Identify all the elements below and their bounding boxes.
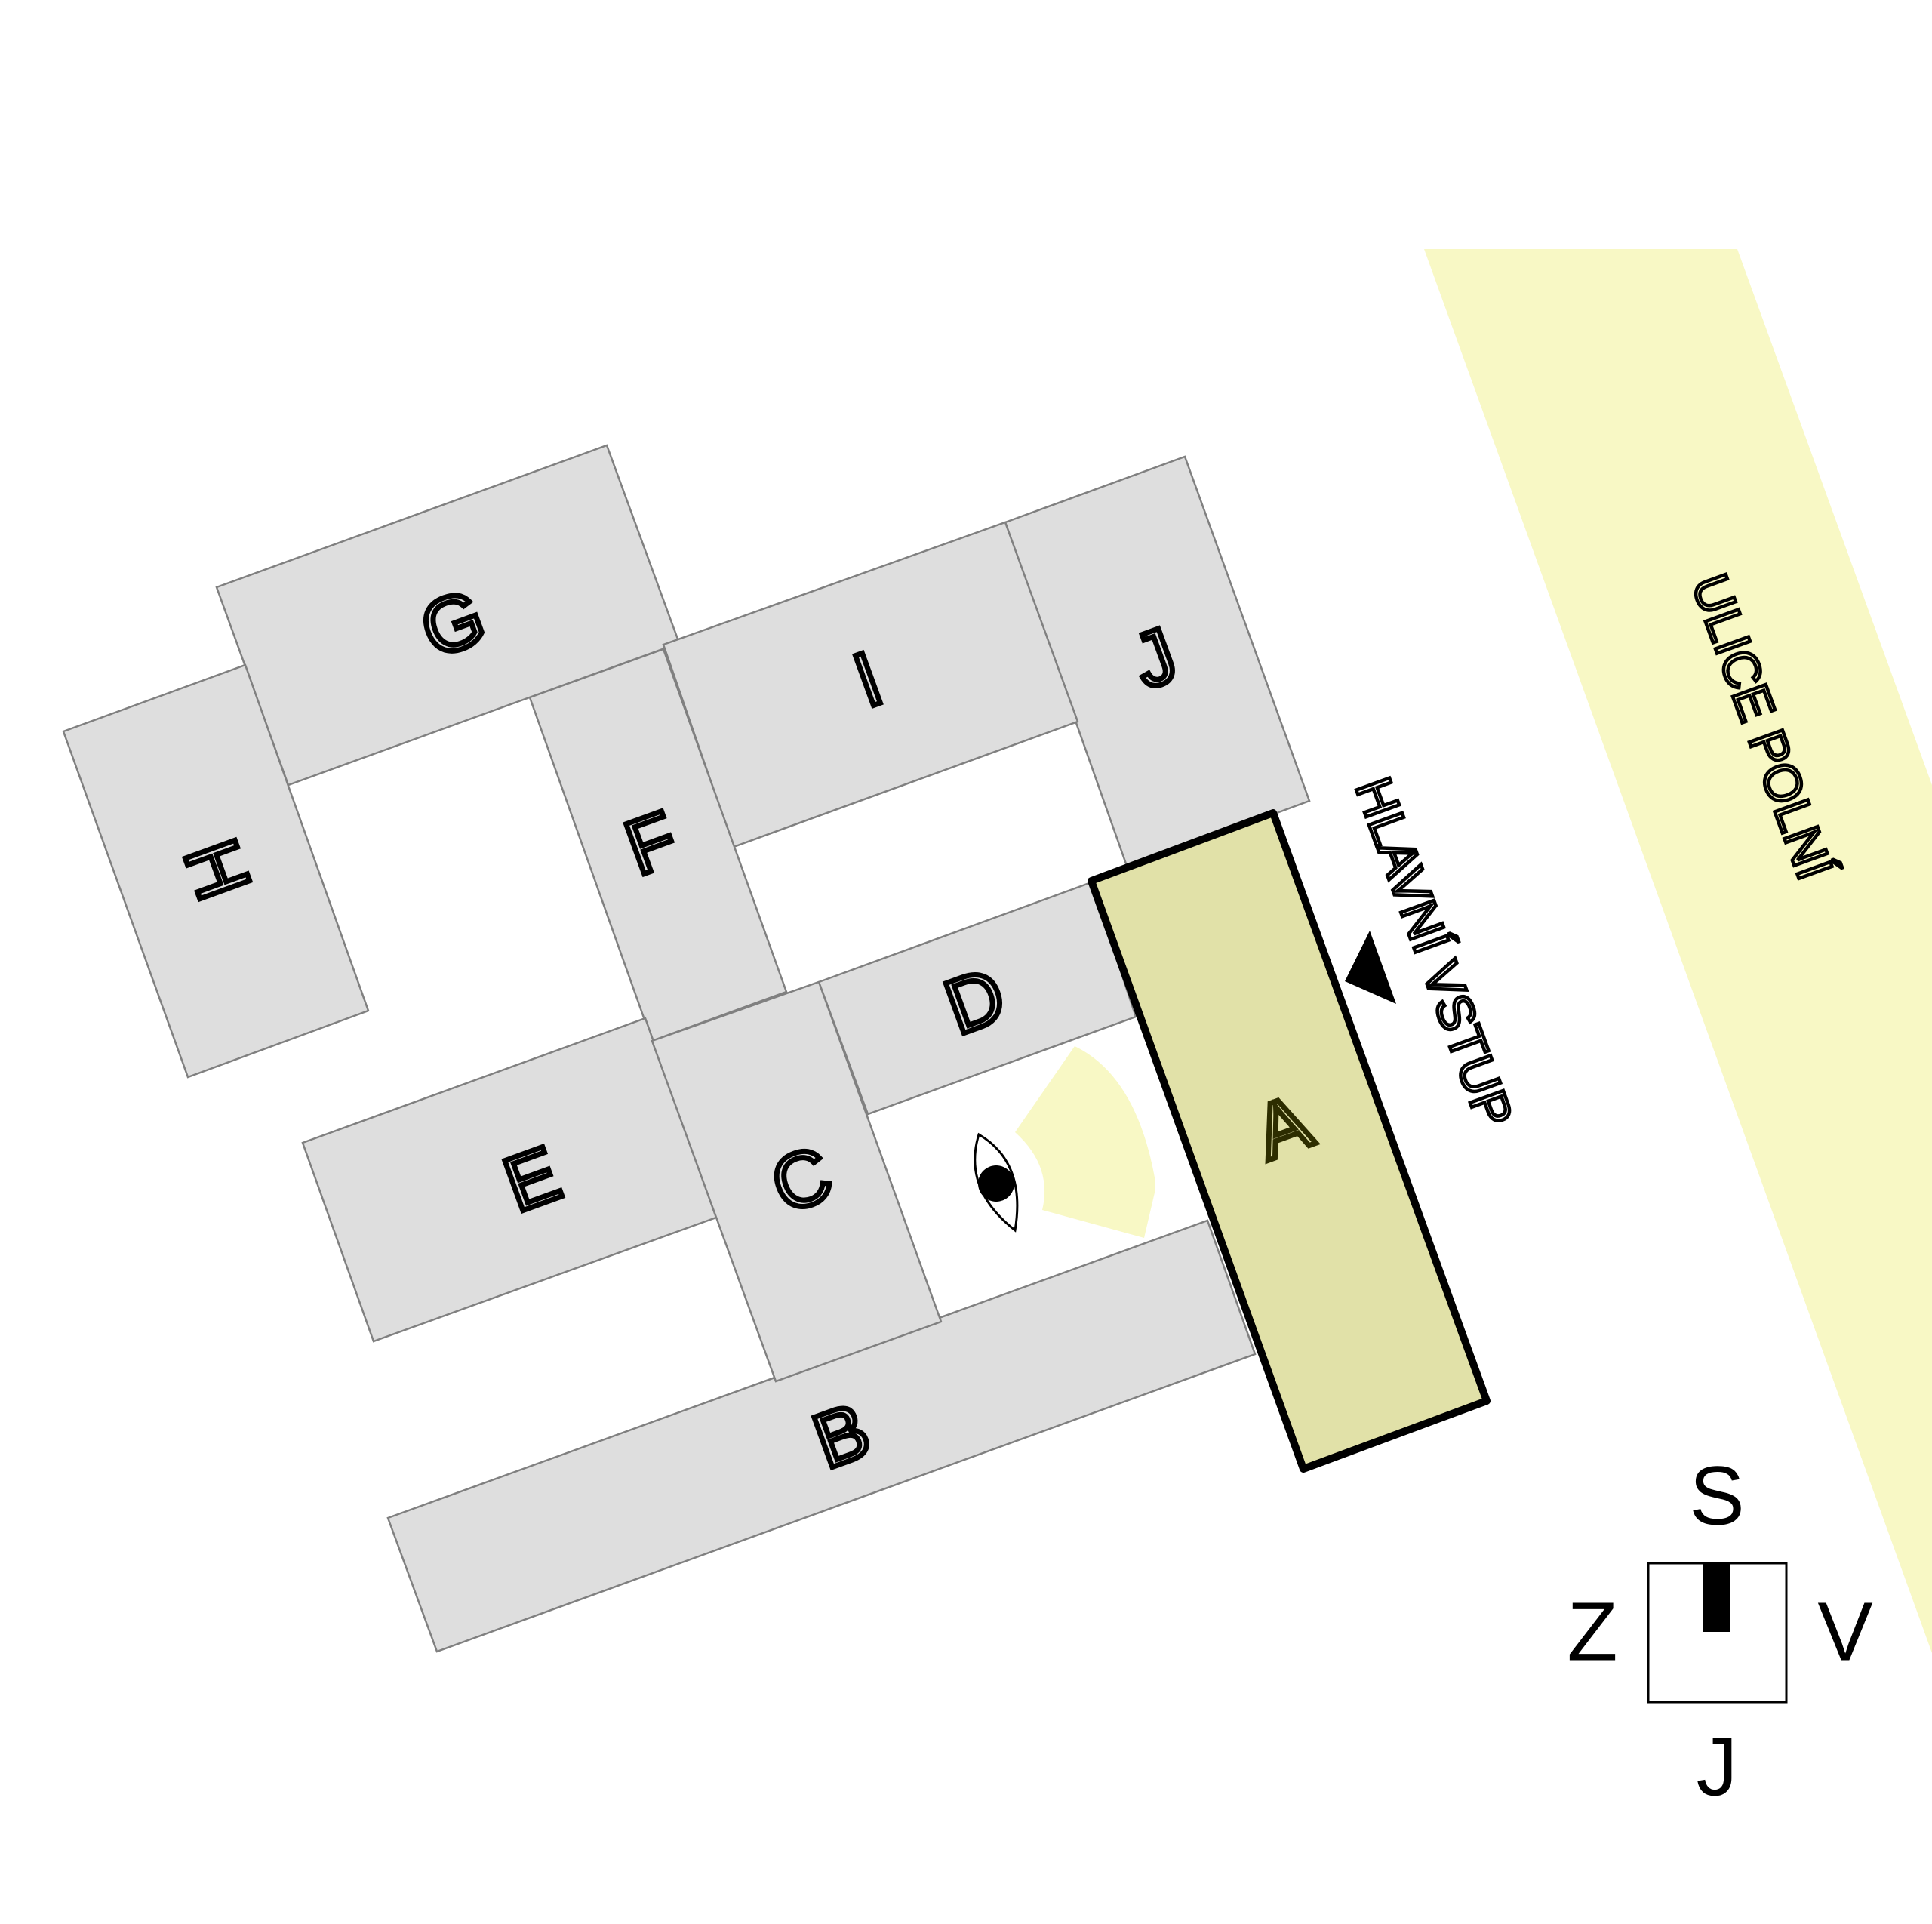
building-d xyxy=(817,881,1137,1116)
building-h xyxy=(62,663,370,1079)
compass-south: J xyxy=(1697,1721,1738,1814)
compass-north: S xyxy=(1689,1450,1744,1543)
building-f xyxy=(528,648,788,1042)
entrance-arrow-icon xyxy=(1345,931,1396,1004)
eye-icon xyxy=(974,1132,1019,1233)
compass-icon xyxy=(1647,1562,1788,1704)
compass-west: Z xyxy=(1567,1586,1617,1679)
building-j xyxy=(1004,455,1311,870)
compass-east: V xyxy=(1817,1586,1872,1679)
street-polni xyxy=(1424,249,1932,1653)
view-cone xyxy=(1015,1046,1155,1238)
building-c xyxy=(651,980,943,1383)
building-a xyxy=(1088,809,1491,1473)
